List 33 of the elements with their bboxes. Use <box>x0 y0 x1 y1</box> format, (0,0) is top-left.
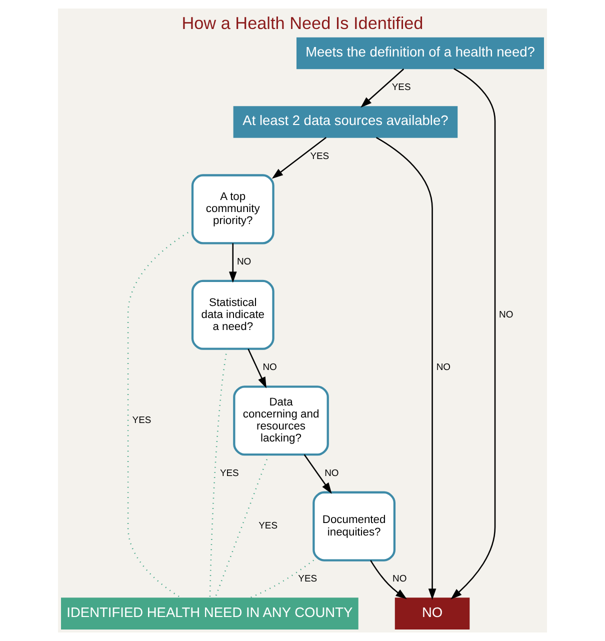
edge-label: YES <box>310 150 330 162</box>
arrow <box>228 243 237 283</box>
arrow <box>360 68 404 108</box>
node-box: Statistical data indicate a need? <box>191 280 274 350</box>
edge-label: YES <box>132 415 152 426</box>
node-box: Data concerning and resources lacking? <box>233 386 329 456</box>
connector <box>249 560 314 599</box>
node-box: A top community priority? <box>191 174 274 244</box>
arrow <box>376 136 436 600</box>
edge-label: NO <box>262 362 277 374</box>
edge-label: NO <box>324 468 339 479</box>
edge-label: YES <box>298 574 318 585</box>
arrow <box>304 454 332 494</box>
connector <box>127 229 193 599</box>
edge-label: NO <box>236 256 252 268</box>
edge-label: NO <box>436 362 450 374</box>
diagram-title: How a Health Need Is Identified <box>182 13 424 34</box>
connector <box>209 348 228 598</box>
node-box: IDENTIFIED HEALTH NEED IN ANY COUNTY <box>61 598 358 630</box>
edge-label: YES <box>220 468 239 479</box>
node-box: At least 2 data sources available? <box>233 106 458 138</box>
edge-label: NO <box>392 574 407 585</box>
arrow <box>272 137 326 179</box>
connector <box>214 454 270 598</box>
arrow <box>370 560 407 600</box>
node-box: NO <box>394 598 470 630</box>
edge-label: YES <box>392 82 411 94</box>
arrow <box>450 68 496 600</box>
node-box: Meets the definition of a health need? <box>296 37 544 70</box>
edge-label: YES <box>258 520 278 532</box>
node-box: Documented inequities? <box>312 491 396 562</box>
arrow <box>248 348 266 388</box>
edge-label: NO <box>499 309 514 320</box>
